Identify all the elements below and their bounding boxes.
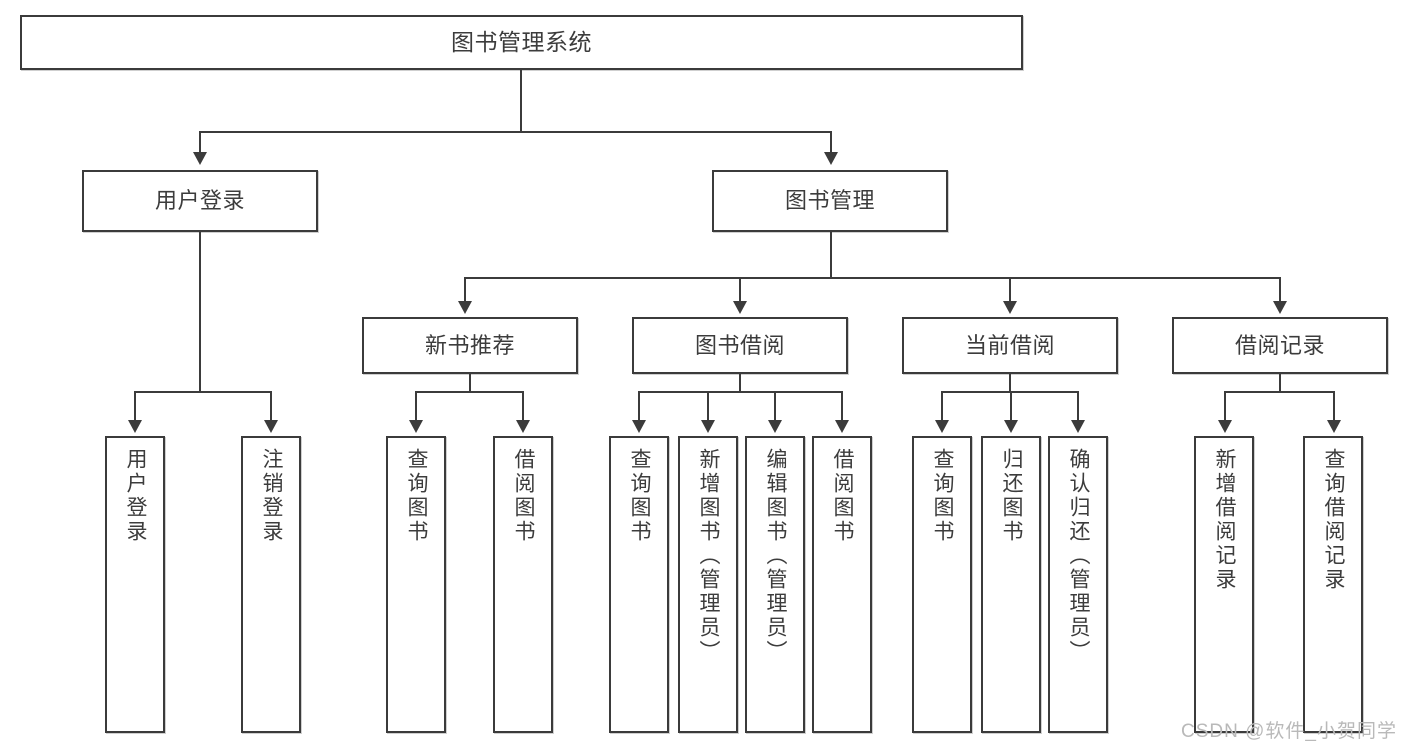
node-label: 用户登录 [124,448,148,544]
connector-book-mgmt-stem [830,232,832,278]
connector-root-stem [520,70,522,132]
leaf-query-book-current[interactable]: 查询图书 [912,436,972,733]
arrow-to-user-login [193,152,207,165]
node-label: 归还图书 [1000,448,1024,544]
arrow-to-leaf-confirm-return [1071,420,1085,433]
node-label: 查询借阅记录 [1322,448,1346,592]
node-label: 图书管理系统 [451,29,592,56]
node-label: 查询图书 [931,448,955,544]
leaf-query-book-borrow[interactable]: 查询图书 [609,436,669,733]
arrow-to-leaf-user-login [128,420,142,433]
arrow-to-book-borrow [733,301,747,314]
node-root-system[interactable]: 图书管理系统 [20,15,1023,70]
connector-book-borrow-bus [638,391,843,393]
connector-new-book-stem [469,374,471,392]
connector-book-borrow-child-2 [707,391,709,423]
node-label: 查询图书 [628,448,652,544]
leaf-logout[interactable]: 注销登录 [241,436,301,733]
connector-root-to-user-login [199,131,201,157]
leaf-query-borrow-record[interactable]: 查询借阅记录 [1303,436,1363,733]
arrow-to-leaf-logout [264,420,278,433]
leaf-borrow-book-new[interactable]: 借阅图书 [493,436,553,733]
arrow-to-leaf-query-book-3 [935,420,949,433]
connector-current-borrow-child-1 [941,391,943,423]
leaf-borrow-book-borrow[interactable]: 借阅图书 [812,436,872,733]
node-label: 编辑图书（管理员） [764,448,788,664]
leaf-user-login[interactable]: 用户登录 [105,436,165,733]
connector-borrow-record-child-2 [1333,391,1335,423]
connector-user-login-bus [134,391,271,393]
arrow-to-new-book [458,301,472,314]
connector-root-bus [199,131,832,133]
node-new-book-recommend[interactable]: 新书推荐 [362,317,578,374]
node-label: 借阅图书 [512,448,536,544]
arrow-to-leaf-edit-book [768,420,782,433]
node-label: 新增图书（管理员） [697,448,721,664]
node-label: 新增借阅记录 [1213,448,1237,592]
connector-book-borrow-stem [739,374,741,392]
arrow-to-leaf-add-book [701,420,715,433]
leaf-add-book-admin[interactable]: 新增图书（管理员） [678,436,738,733]
arrow-to-leaf-query-book-1 [409,420,423,433]
connector-book-borrow-child-4 [841,391,843,423]
connector-new-book-child-2 [522,391,524,423]
arrow-to-leaf-borrow-book-2 [835,420,849,433]
node-label: 借阅图书 [831,448,855,544]
connector-current-borrow-stem [1009,374,1011,392]
connector-new-book-child-1 [415,391,417,423]
connector-current-borrow-child-2 [1010,391,1012,423]
connector-current-borrow-child-3 [1077,391,1079,423]
node-label: 新书推荐 [424,332,515,358]
node-label: 当前借阅 [964,332,1055,358]
connector-borrow-record-stem [1279,374,1281,392]
arrow-to-leaf-add-record [1218,420,1232,433]
connector-to-book-borrow [739,277,741,305]
leaf-return-book[interactable]: 归还图书 [981,436,1041,733]
connector-to-new-book [464,277,466,305]
arrow-to-leaf-borrow-book-1 [516,420,530,433]
node-label: 查询图书 [405,448,429,544]
node-book-management[interactable]: 图书管理 [712,170,948,232]
connector-user-login-child-2 [270,391,272,423]
leaf-query-book-new[interactable]: 查询图书 [386,436,446,733]
connector-to-borrow-record [1279,277,1281,305]
node-label: 用户登录 [154,188,245,214]
connector-book-borrow-child-1 [638,391,640,423]
node-user-login[interactable]: 用户登录 [82,170,318,232]
node-current-borrow[interactable]: 当前借阅 [902,317,1118,374]
arrow-to-book-mgmt [824,152,838,165]
connector-book-mgmt-bus [464,277,1280,279]
node-book-borrow[interactable]: 图书借阅 [632,317,848,374]
arrow-to-current-borrow [1003,301,1017,314]
node-borrow-record[interactable]: 借阅记录 [1172,317,1388,374]
node-label: 确认归还（管理员） [1067,448,1091,664]
node-label: 借阅记录 [1234,332,1325,358]
arrow-to-leaf-query-book-2 [632,420,646,433]
connector-user-login-stem [199,232,201,392]
connector-to-current-borrow [1009,277,1011,305]
leaf-add-borrow-record[interactable]: 新增借阅记录 [1194,436,1254,733]
node-label: 注销登录 [260,448,284,544]
leaf-confirm-return-admin[interactable]: 确认归还（管理员） [1048,436,1108,733]
arrow-to-borrow-record [1273,301,1287,314]
arrow-to-leaf-query-record [1327,420,1341,433]
connector-borrow-record-bus [1224,391,1334,393]
node-label: 图书借阅 [694,332,785,358]
connector-root-to-book-mgmt [830,131,832,157]
arrow-to-leaf-return-book [1004,420,1018,433]
node-label: 图书管理 [784,188,875,214]
connector-book-borrow-child-3 [774,391,776,423]
connector-new-book-bus [415,391,523,393]
leaf-edit-book-admin[interactable]: 编辑图书（管理员） [745,436,805,733]
connector-user-login-child-1 [134,391,136,423]
connector-borrow-record-child-1 [1224,391,1226,423]
